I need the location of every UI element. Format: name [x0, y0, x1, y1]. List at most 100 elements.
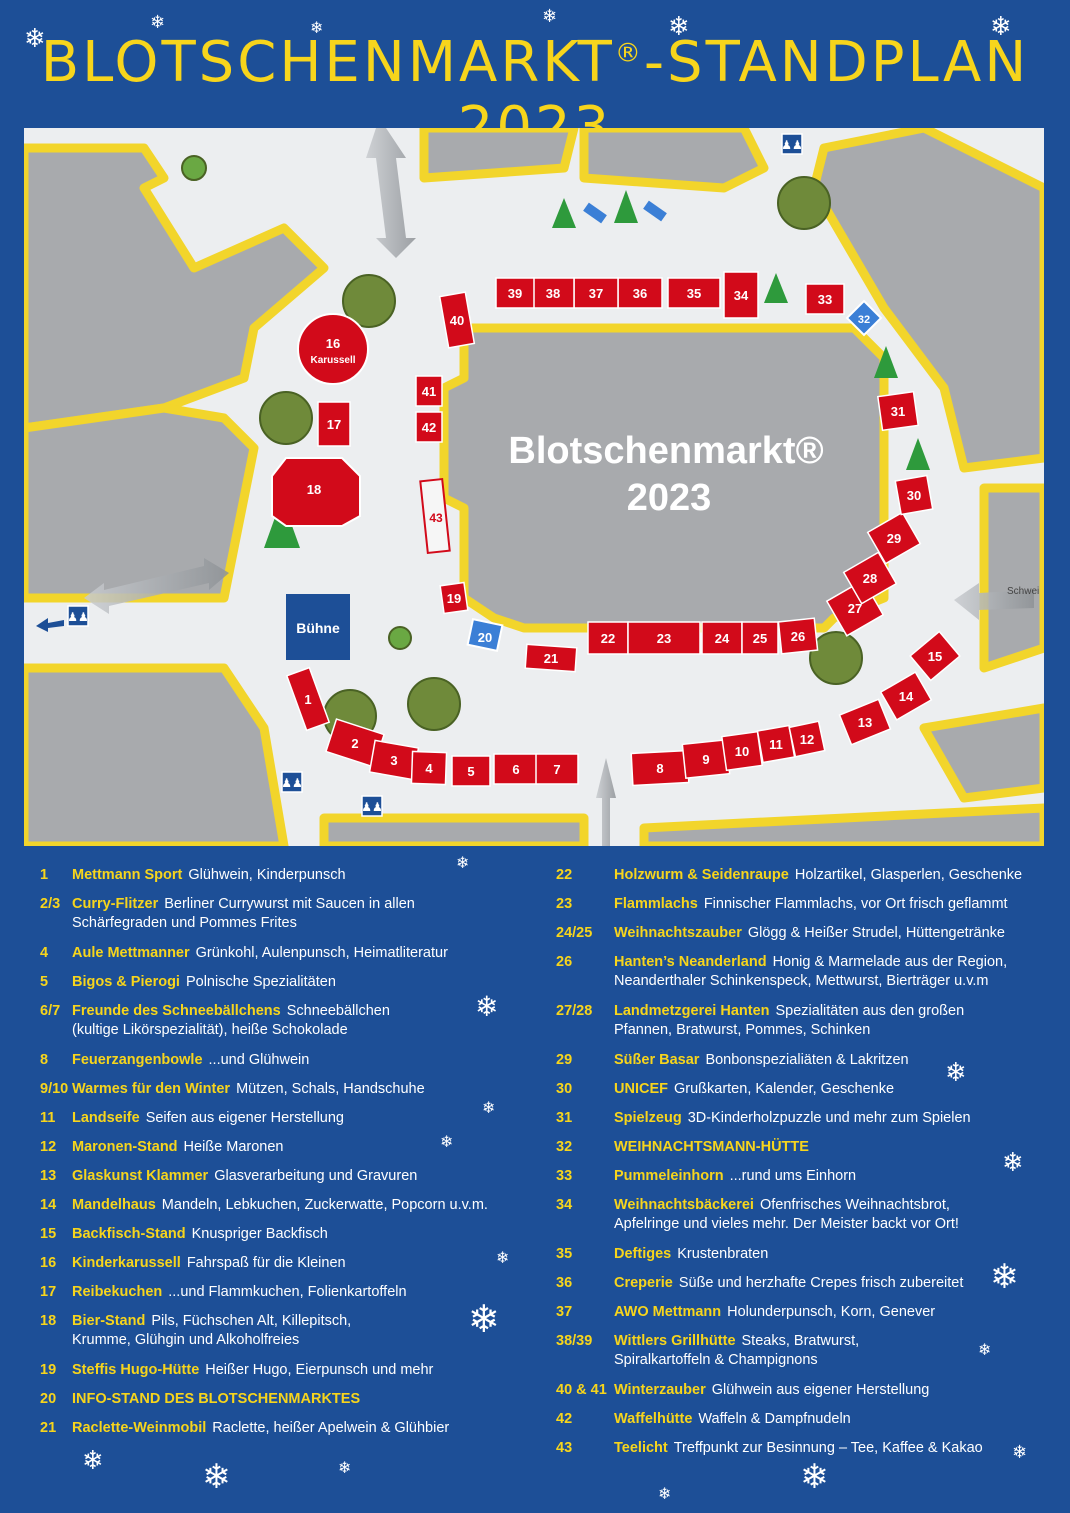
tree-icon: [407, 677, 461, 731]
church-building: [439, 323, 889, 633]
legend-number: 13: [40, 1168, 57, 1184]
svg-text:♟♟: ♟♟: [67, 610, 89, 624]
legend-description: ...und Flammkuchen, Folienkartoffeln: [168, 1284, 407, 1300]
snowflake-icon: ❄: [990, 12, 1012, 42]
snowflake-icon: ❄: [82, 1446, 104, 1476]
snowflake-icon: ❄: [496, 1248, 510, 1267]
svg-text:♟♟: ♟♟: [281, 776, 303, 790]
legend-entry: 29 Süßer Basar Bonbonspezialiäten & Lakrit…: [556, 1051, 1056, 1070]
snowflake-icon: ❄: [24, 24, 46, 54]
snowflake-icon: ❄: [990, 1257, 1019, 1297]
legend-description: Polnische Spezialitäten: [185, 974, 336, 990]
legend-description: ...rund ums Einhorn: [729, 1168, 857, 1184]
stall-6: [493, 753, 539, 785]
christmas-tree-icon: [906, 438, 930, 470]
stall-42: [415, 411, 443, 443]
stall-number: 38: [546, 286, 560, 301]
legend-number: 26: [556, 954, 573, 970]
stall-number: 8: [656, 761, 663, 776]
stall-number: 9: [702, 752, 709, 767]
legend-description: Knuspriger Backfisch: [191, 1226, 328, 1242]
stall-1: [285, 666, 331, 732]
legend-description: Heiße Maronen: [183, 1139, 284, 1155]
christmas-tree-icon: [614, 190, 638, 223]
stall-26: [777, 617, 819, 655]
legend-description-cont: Krumme, Glühgin und Alkoholfreies: [72, 1332, 300, 1348]
building: [24, 403, 259, 603]
stall-4: [410, 750, 448, 786]
legend-number: 16: [40, 1255, 57, 1271]
legend-number: 17: [40, 1284, 57, 1300]
legend-description: Berliner Currywurst mit Saucen in allen: [164, 896, 415, 912]
tree-icon: [181, 155, 207, 181]
building: [919, 703, 1044, 803]
legend-description: Bonbonspezialiäten & Lakritzen: [705, 1052, 909, 1068]
toilet-direction-arrow: [36, 618, 64, 632]
stall-number: 36: [633, 286, 647, 301]
stall-5: [451, 755, 491, 787]
stall-40: [438, 291, 476, 349]
legend-stand-name: Süßer Basar: [614, 1052, 700, 1068]
snowflake-icon: ❄: [202, 1457, 231, 1497]
legend-number: 29: [556, 1052, 573, 1068]
legend-description: Mandeln, Lebkuchen, Zuckerwatte, Popcorn…: [161, 1197, 488, 1213]
tree-icon: [388, 626, 412, 650]
stall-number: 34: [734, 288, 749, 303]
legend-stand-name: Wittlers Grillhütte: [614, 1333, 736, 1349]
stall-number: 26: [791, 629, 805, 644]
stall-number: 19: [447, 591, 461, 606]
stall-number: 41: [422, 384, 436, 399]
legend-number: 9/10: [40, 1081, 69, 1097]
building: [809, 128, 1044, 473]
snowflake-icon: ❄: [310, 18, 324, 37]
snowflake-icon: ❄: [338, 1458, 352, 1477]
legend-description: Steaks, Bratwurst,: [741, 1333, 860, 1349]
legend-description: Glögg & Heißer Strudel, Hüttengetränke: [747, 925, 1005, 941]
legend-stand-name: Mettmann Sport: [72, 867, 183, 883]
stall-number: 2: [351, 736, 358, 751]
legend-stand-name: Bigos & Pierogi: [72, 974, 180, 990]
stall-21: [524, 643, 578, 673]
stall-number: 23: [657, 631, 671, 646]
legend-stand-name: Glaskunst Klammer: [72, 1168, 209, 1184]
legend-number: 33: [556, 1168, 573, 1184]
stall-number: 27: [848, 601, 862, 616]
building: [24, 663, 289, 846]
stall-33: [805, 283, 845, 315]
stall-31: [876, 390, 920, 432]
legend-stand-name: Maronen-Stand: [72, 1139, 178, 1155]
stall-22: [587, 621, 629, 655]
map-center-label: Blotschenmarkt®: [508, 430, 823, 472]
stall-number: 42: [422, 420, 436, 435]
legend-number: 31: [556, 1110, 573, 1126]
snowflake-icon: ❄: [440, 1132, 454, 1151]
snowflake-icon: ❄: [482, 1098, 496, 1117]
building: [419, 128, 579, 183]
legend-description: Mützen, Schals, Handschuhe: [236, 1081, 425, 1097]
legend-stand-name: Backfisch-Stand: [72, 1226, 186, 1242]
legend-number: 27/28: [556, 1003, 593, 1019]
legend-number: 37: [556, 1304, 573, 1320]
legend-description: Finnischer Flammlachs, vor Ort frisch ge…: [703, 896, 1008, 912]
stall-number: 11: [769, 737, 783, 752]
legend-stand-name: WEIHNACHTSMANN-HÜTTE: [614, 1139, 809, 1155]
stall-number: 3: [390, 753, 397, 768]
christmas-tree-icon: [764, 273, 788, 303]
legend-stand-name: Holzwurm & Seidenraupe: [614, 867, 789, 883]
tree-icon: [259, 391, 313, 445]
stall-number: 25: [753, 631, 767, 646]
legend-entry: 17 Reibekuchen ...und Flammkuchen, Folienk…: [40, 1283, 540, 1302]
stall-32: [845, 299, 883, 337]
legend-stand-name: Warmes für den Winter: [72, 1081, 231, 1097]
legend-stand-name: Reibekuchen: [72, 1284, 163, 1300]
